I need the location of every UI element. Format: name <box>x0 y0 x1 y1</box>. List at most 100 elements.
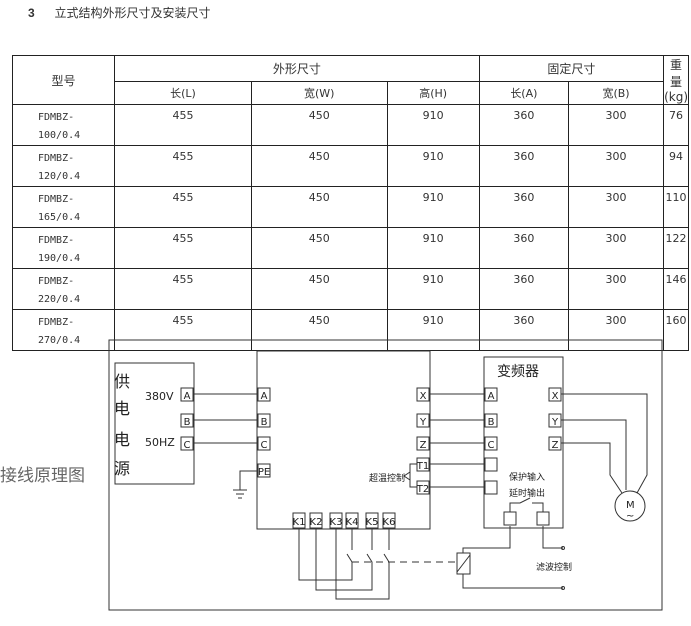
terminal-label-y: Y <box>419 417 427 428</box>
header-length: 长(L) <box>114 80 252 106</box>
terminal-box <box>484 480 498 495</box>
model-line-2: 190/0.4 <box>38 253 81 264</box>
cell-w: 450 <box>250 309 388 351</box>
cell-a: 360 <box>478 104 570 146</box>
cell-kg: 160 <box>663 309 689 351</box>
terminal-label-x: X <box>552 391 559 402</box>
cell-kg: 94 <box>663 145 689 187</box>
model-cell: FDMBZ- 220/0.4 <box>11 268 116 310</box>
frequency-label: 50HZ <box>145 436 175 449</box>
terminal-label-b: B <box>488 417 495 428</box>
terminal-label-k2: K2 <box>310 517 323 528</box>
terminal-label-k6: K6 <box>383 517 396 528</box>
cell-h: 910 <box>386 309 480 351</box>
filter-control-label: 滤波控制 <box>536 561 572 573</box>
power-char-1: 供 <box>114 372 130 391</box>
voltage-label: 380V <box>145 390 174 403</box>
cell-h: 910 <box>386 268 480 310</box>
cell-a: 360 <box>478 309 570 351</box>
header-weight: 重量 (kg) <box>663 55 689 105</box>
terminal-box <box>536 511 550 526</box>
cell-h: 910 <box>386 227 480 269</box>
wires <box>193 393 648 600</box>
terminal-label-c: C <box>184 440 191 451</box>
cell-b: 300 <box>568 104 665 146</box>
cell-w: 450 <box>250 227 388 269</box>
delay-output-label: 延时输出 <box>509 487 545 499</box>
terminal-label-c: C <box>261 440 268 451</box>
model-cell: FDMBZ- 270/0.4 <box>11 309 116 351</box>
motor-icon <box>614 490 646 522</box>
main-unit-box <box>256 350 431 530</box>
model-cell: FDMBZ- 120/0.4 <box>11 145 116 187</box>
section-heading: 3 立式结构外形尺寸及安装尺寸 <box>28 4 211 21</box>
model-line-1: FDMBZ- <box>38 153 75 164</box>
header-height: 高(H) <box>386 80 480 106</box>
section-title: 立式结构外形尺寸及安装尺寸 <box>54 6 211 20</box>
terminal-label-a: A <box>184 391 191 402</box>
overtemp-label: 超温控制 <box>369 472 405 484</box>
section-number: 3 <box>28 6 35 20</box>
cell-l: 455 <box>114 268 252 310</box>
cell-h: 910 <box>386 145 480 187</box>
model-line-1: FDMBZ- <box>38 112 75 123</box>
cell-kg: 122 <box>663 227 689 269</box>
vfd-title: 变频器 <box>497 364 539 380</box>
terminal-box <box>503 511 517 526</box>
header-fixed-width: 宽(B) <box>568 80 665 106</box>
cell-l: 455 <box>114 104 252 146</box>
diagram-frame <box>108 339 663 611</box>
terminal-label-a: A <box>261 391 268 402</box>
model-line-2: 100/0.4 <box>38 130 81 141</box>
cell-b: 300 <box>568 186 665 228</box>
header-fixed-length: 长(A) <box>478 80 570 106</box>
terminal-label-z: Z <box>420 440 427 451</box>
model-line-2: 220/0.4 <box>38 294 81 305</box>
terminal-label-k5: K5 <box>366 517 379 528</box>
cell-b: 300 <box>568 145 665 187</box>
cell-a: 360 <box>478 268 570 310</box>
terminal-label-k3: K3 <box>330 517 343 528</box>
cell-l: 455 <box>114 227 252 269</box>
cell-kg: 76 <box>663 104 689 146</box>
wiring-diagram-label: 接线原理图 <box>0 466 85 486</box>
terminal-label-x: X <box>420 391 427 402</box>
terminal-label-t2: T2 <box>416 484 429 495</box>
header-model: 型号 <box>11 55 116 105</box>
power-supply-box <box>114 362 195 485</box>
cell-kg: 146 <box>663 268 689 310</box>
model-line-2: 270/0.4 <box>38 335 81 346</box>
cell-a: 360 <box>478 145 570 187</box>
model-line-2: 120/0.4 <box>38 171 81 182</box>
terminal-label-c: C <box>488 440 495 451</box>
motor-label: M <box>626 500 635 511</box>
header-width: 宽(W) <box>250 80 388 106</box>
terminal-label-y: Y <box>551 417 559 428</box>
model-line-1: FDMBZ- <box>38 317 75 328</box>
cell-a: 360 <box>478 186 570 228</box>
terminal-label-pe: PE <box>258 467 270 478</box>
model-line-1: FDMBZ- <box>38 194 75 205</box>
motor-ac-symbol: ~ <box>626 511 634 522</box>
cell-b: 300 <box>568 227 665 269</box>
protection-input-label: 保护输入 <box>509 471 545 483</box>
terminal-label-k1: K1 <box>293 517 306 528</box>
dimensions-table: 型号 外形尺寸 固定尺寸 重量 (kg) 长(L) 宽(W) 高(H) 长(A)… <box>11 55 689 351</box>
cell-a: 360 <box>478 227 570 269</box>
terminal-label-z: Z <box>552 440 559 451</box>
model-line-2: 165/0.4 <box>38 212 81 223</box>
model-line-1: FDMBZ- <box>38 235 75 246</box>
model-line-1: FDMBZ- <box>38 276 75 287</box>
ground-icon <box>233 470 258 499</box>
terminal-box <box>484 457 498 472</box>
terminal-label-b: B <box>261 417 268 428</box>
power-char-2: 电 <box>114 399 130 418</box>
cell-w: 450 <box>250 268 388 310</box>
power-char-3: 电 <box>114 430 130 449</box>
terminal-label-b: B <box>184 417 191 428</box>
power-char-4: 源 <box>114 459 130 478</box>
